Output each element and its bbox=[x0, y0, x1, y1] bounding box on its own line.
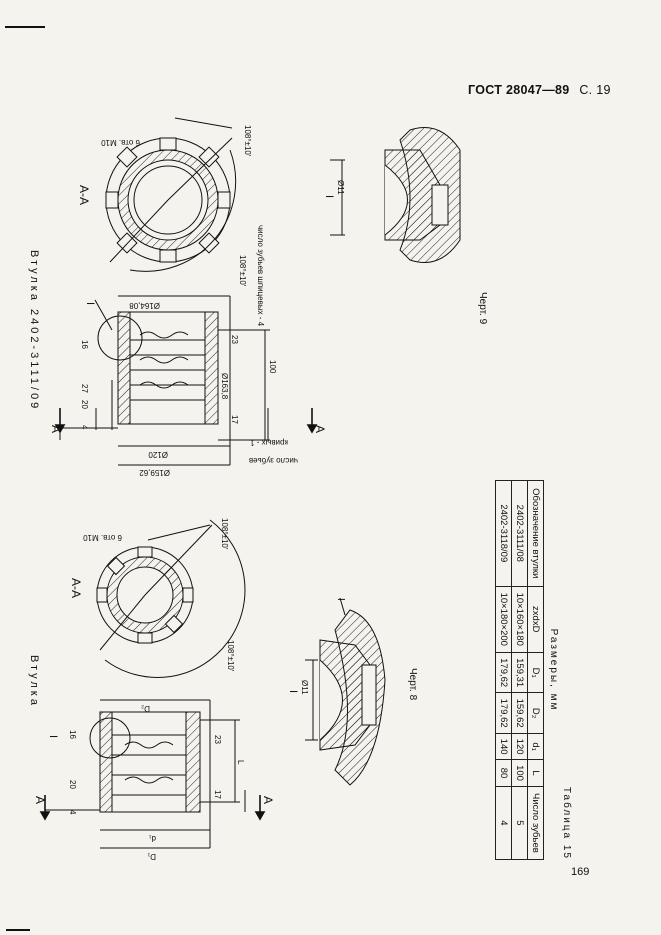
label-section-lower: А-А bbox=[69, 578, 83, 598]
label-dim-100: 100 bbox=[268, 360, 277, 374]
label-dim-4-upper: 4 bbox=[80, 425, 89, 430]
label-detail-fig9: I bbox=[323, 195, 335, 198]
page-label: С. 19 bbox=[579, 83, 611, 97]
label-dim-164: Ø164,08 bbox=[129, 301, 160, 310]
label-dim-27: 27 bbox=[80, 384, 89, 393]
label-thread-lower: 6 отв. М10 bbox=[83, 533, 122, 542]
page-header: ГОСТ 28047—89 С. 19 bbox=[468, 83, 611, 97]
label-dim-d1-small: d₁ bbox=[149, 834, 156, 843]
label-angle-upper-2: 108°±10' bbox=[238, 255, 247, 287]
label-helical-rows: кривых - 1 bbox=[249, 438, 288, 447]
table-subtitle: Размеры, мм bbox=[548, 628, 559, 712]
label-angle-upper-1: 108°±10' bbox=[243, 125, 252, 157]
table-header-cell: D₁ bbox=[527, 652, 544, 693]
label-dim-4-lower: 4 bbox=[68, 810, 77, 815]
label-dim-20-lower: 20 bbox=[68, 780, 77, 789]
label-hole-fig9: Ø11 bbox=[336, 180, 345, 195]
label-arrow-a-lower-right: А bbox=[261, 796, 275, 804]
label-teeth-count: число зубьев bbox=[249, 456, 298, 465]
label-dim-l: L bbox=[236, 760, 245, 765]
table-header-row: Обозначение втулки zxdxD D₁ D₂ d₁ L Числ… bbox=[527, 480, 544, 860]
bushing-09-section-aa bbox=[105, 117, 237, 272]
table-header-cell: d₁ bbox=[527, 733, 544, 760]
label-detail-fig8-top: I bbox=[335, 598, 346, 601]
table-cell: 100 bbox=[511, 759, 528, 787]
table-header-cell: D₂ bbox=[527, 692, 544, 734]
page-number: 169 bbox=[571, 866, 590, 878]
label-detail-fig8: I bbox=[287, 690, 299, 693]
label-dim-17-upper: 17 bbox=[230, 415, 239, 424]
detail-fig8 bbox=[305, 597, 386, 786]
table-cell: 10×160×180 bbox=[511, 586, 528, 653]
table-cell: 2402-3118/09 bbox=[495, 480, 512, 587]
table-15: Обозначение втулки zxdxD D₁ D₂ d₁ L Числ… bbox=[495, 480, 544, 860]
label-thread-upper: 6 отв. М10 bbox=[101, 138, 140, 147]
label-dim-120: Ø120 bbox=[148, 450, 168, 459]
bushing-general-section-aa bbox=[96, 519, 246, 678]
label-dim-16-lower: 16 bbox=[68, 730, 77, 739]
bushing-general-side-view bbox=[45, 699, 246, 849]
label-dim-23-upper: 23 bbox=[230, 335, 239, 344]
label-dim-163: Ø163,8 bbox=[220, 373, 229, 400]
label-dim-d1: D₁ bbox=[147, 852, 156, 861]
table-cell: 80 bbox=[495, 759, 512, 787]
table-cell: 159,62 bbox=[511, 692, 528, 734]
table-cell: 179,62 bbox=[495, 652, 512, 693]
label-hole-fig8: Ø11 bbox=[300, 680, 309, 695]
label-dim-17-lower: 17 bbox=[213, 790, 222, 799]
label-arrow-a-upper-left: А bbox=[49, 425, 63, 433]
label-teeth-helical: число зубьев шпицевых - 4 bbox=[256, 225, 265, 327]
bushing-09-side-view bbox=[59, 295, 270, 466]
table-row: 2402-3118/09 10×180×200 179,62 179,62 14… bbox=[495, 480, 512, 860]
label-dim-20-upper: 20 bbox=[80, 400, 89, 409]
table-row: 2402-3111/08 10×160×180 159,31 159,62 12… bbox=[511, 480, 528, 860]
table-cell: 120 bbox=[511, 733, 528, 760]
table-cell: 179,62 bbox=[495, 692, 512, 734]
label-section-upper: А-А bbox=[77, 185, 91, 205]
table-header-cell: L bbox=[527, 759, 544, 787]
table-cell: 140 bbox=[495, 733, 512, 760]
table-cell: 10×180×200 bbox=[495, 586, 512, 653]
label-dim-159: Ø159,62 bbox=[139, 468, 170, 477]
table-title: Таблица 15 bbox=[561, 786, 572, 860]
table-cell: 5 bbox=[511, 786, 528, 860]
label-angle-lower-1: 108°±10' bbox=[220, 518, 229, 550]
label-arrow-a-lower-left: А bbox=[33, 796, 47, 804]
standard-id: ГОСТ 28047—89 bbox=[468, 83, 570, 97]
label-angle-lower-2: 108°±10' bbox=[226, 640, 235, 672]
table-header-cell: Обозначение втулки bbox=[527, 480, 544, 587]
label-detail-upper: I bbox=[84, 302, 96, 305]
table-header-cell: Число зубьев bbox=[527, 786, 544, 860]
detail-fig9 bbox=[330, 127, 461, 263]
table-15-block: Таблица 15 Размеры, мм Обозначение втулк… bbox=[495, 480, 572, 860]
label-dim-23-lower: 23 bbox=[213, 735, 222, 744]
label-detail-lower: I bbox=[47, 735, 59, 738]
label-dim-16-upper: 16 bbox=[80, 340, 89, 349]
table-cell: 4 bbox=[495, 786, 512, 860]
table-cell: 2402-3111/08 bbox=[511, 480, 528, 587]
label-dim-d2: D₂ bbox=[141, 704, 150, 713]
table-cell: 159,31 bbox=[511, 652, 528, 693]
table-header-cell: zxdxD bbox=[527, 586, 544, 653]
cutting-plane-arrows bbox=[39, 408, 318, 821]
label-arrow-a-upper-right: А bbox=[313, 425, 327, 433]
